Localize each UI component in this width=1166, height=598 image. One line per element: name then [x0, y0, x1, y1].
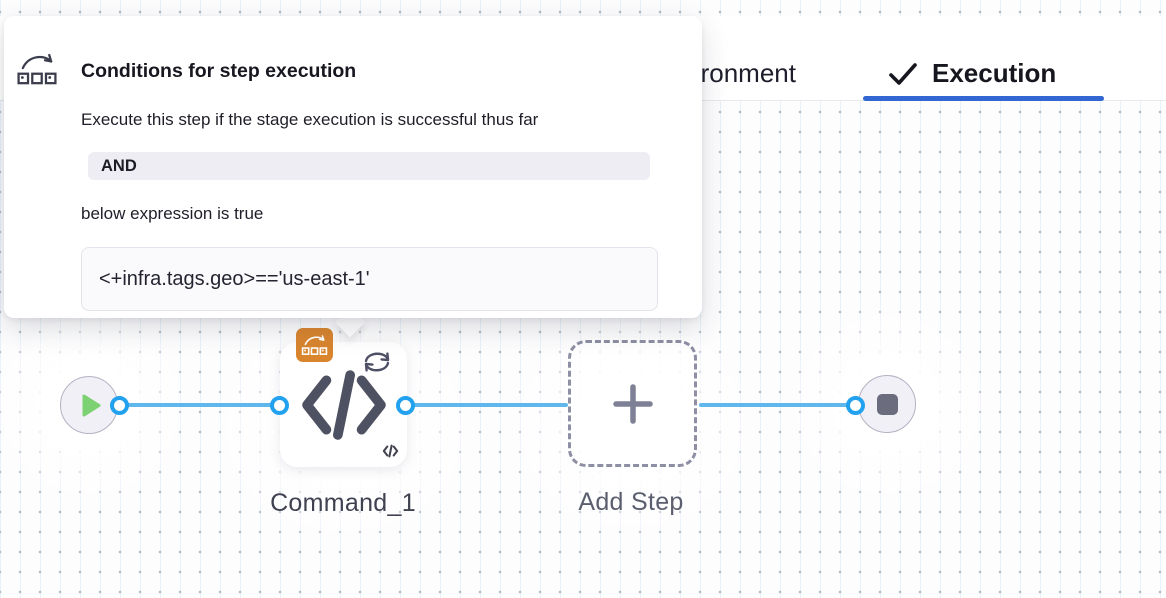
connector-line — [408, 403, 568, 407]
step-label-command: Command_1 — [270, 489, 416, 517]
code-mini-icon — [382, 444, 399, 458]
active-tab-underline — [863, 96, 1104, 101]
checkmark-icon — [889, 62, 917, 85]
connector-line — [122, 403, 278, 407]
conditional-execution-badge[interactable] — [296, 328, 333, 362]
step-condition-popover: Conditions for step execution Execute th… — [4, 16, 702, 318]
conditional-execution-icon — [301, 335, 328, 355]
pipeline-end-node — [858, 375, 916, 433]
expression-text: <+infra.tags.geo>=='us-east-1' — [99, 268, 370, 290]
link-port[interactable] — [270, 396, 289, 415]
add-step-button[interactable] — [568, 340, 697, 467]
conditional-execution-icon — [17, 53, 57, 85]
loop-icon — [360, 346, 394, 378]
popover-description: Execute this step if the stage execution… — [81, 110, 539, 129]
expression-intro: below expression is true — [81, 204, 264, 223]
expression-box: <+infra.tags.geo>=='us-east-1' — [81, 247, 658, 311]
link-port[interactable] — [396, 396, 415, 415]
code-icon — [302, 370, 386, 440]
operator-badge-label: AND — [101, 157, 137, 175]
popover-title: Conditions for step execution — [81, 60, 357, 82]
link-port[interactable] — [110, 396, 129, 415]
tab-execution-label: Execution — [932, 58, 1057, 88]
tab-execution[interactable]: Execution — [888, 58, 1056, 89]
operator-badge: AND — [88, 152, 650, 180]
add-step-label: Add Step — [578, 488, 684, 516]
connector-line — [699, 403, 856, 407]
link-port[interactable] — [846, 396, 865, 415]
play-icon — [82, 394, 100, 416]
stop-icon — [876, 393, 898, 415]
plus-icon — [612, 383, 653, 424]
step-node-command[interactable] — [280, 328, 407, 467]
